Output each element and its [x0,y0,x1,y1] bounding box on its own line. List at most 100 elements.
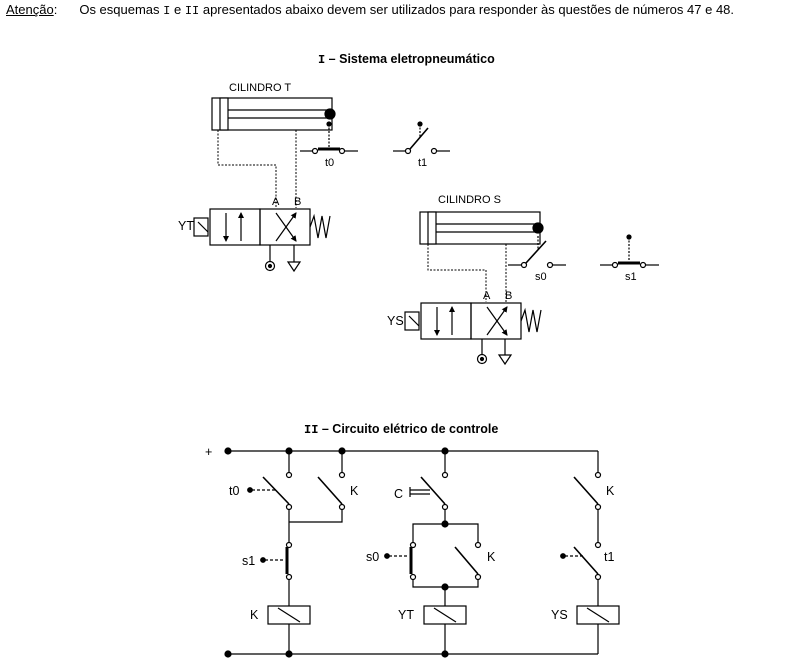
line-s-a [427,244,487,302]
sensor-t0-label: t0 [325,157,334,169]
coil-yt-slash [433,607,457,623]
t1-label: t1 [604,550,614,564]
intro-and: e [170,2,185,17]
k1-blade [317,476,343,505]
section1-title-text: – Sistema eletropneumático [325,52,495,66]
plus-terminal-label: + [205,445,212,459]
cylinder-t-rod-tip [324,108,336,120]
s0-actuator-dot [384,553,390,559]
valve-t-square-left [209,208,261,246]
t1-blade [573,546,599,575]
s1-actuator-dot [260,557,266,563]
sensor-t1-label: t1 [418,157,427,169]
valve-t-square-right [259,208,311,246]
solenoid-ys-box [404,311,420,331]
c-contact-top [441,471,449,479]
sensor-s0-contact-left [520,261,528,269]
solenoid-yt-box [193,217,209,237]
sensor-t0: t0 [300,121,358,169]
s1-label: s1 [242,554,255,568]
section2-title-text: – Circuito elétrico de controle [318,422,499,436]
intro-line: Atenção:Os esquemas I e II apresentados … [6,2,734,18]
sensor-t1-blade [409,127,429,150]
section2-title: II – Circuito elétrico de controle [304,422,498,437]
valve-t-port-a: A [272,196,280,208]
valve-s-square-right [470,302,522,340]
solenoid-ys-label: YS [387,314,404,328]
t1-actuator-dot [560,553,566,559]
section1-title: I – Sistema eletropneumático [318,52,495,67]
sensor-s1-contact-left [611,261,619,269]
top-rail-terminal [224,447,232,455]
intro-text-after: apresentados abaixo devem ser utilizados… [199,2,735,17]
t0-contact-bottom [285,503,293,511]
coil-ys-slash [586,607,610,623]
valve-s-supply-center [479,356,485,362]
sensor-t0-contact-left [311,147,319,155]
attention-label: Atenção [6,2,54,17]
intro-numeral-1: I [163,4,171,18]
c-blade [420,476,446,505]
k3-contact-bottom [594,503,602,511]
intro-text-before: Os esquemas [79,2,164,17]
k1-label: K [350,484,359,498]
s1-contact-bottom [285,573,293,581]
coil-yt-label: YT [398,608,414,622]
sensor-s1-dot [626,234,632,240]
section1-numeral: I [318,53,326,67]
t1-contact-top [594,541,602,549]
sensor-t1-contact-left [404,147,412,155]
k2-contact-bottom [474,573,482,581]
sensor-s1: s1 [600,234,659,283]
k2-contact-top [474,541,482,549]
control-circuit: + t0 K s1 [205,445,620,658]
coil-k-label: K [250,608,259,622]
c-label: C [394,487,403,501]
t0-contact-top [285,471,293,479]
k1-contact-bottom [338,503,346,511]
coil-k-slash [277,607,301,623]
section2-numeral: II [304,423,319,437]
cylinder-t-body [211,97,333,131]
k2-label: K [487,550,496,564]
valve-s-port-a: A [483,290,491,302]
k3-blade [573,476,599,505]
sensor-t1-contact-right [430,147,438,155]
sensor-t0-contact-right [338,147,346,155]
coil-ys-label: YS [551,608,568,622]
sensor-s1-contact-right [639,261,647,269]
solenoid-yt-label: YT [178,219,194,233]
c-contact-bottom [441,503,449,511]
valve-s-port-b: B [505,290,512,302]
intro-numeral-2: II [184,4,200,18]
k3-label: K [606,484,615,498]
sensor-t1: t1 [393,121,450,169]
s0-contact-bottom [409,573,417,581]
valve-t-supply-center [267,263,273,269]
cylinder-s-rod-tip [532,222,544,234]
valve-t-port-b: B [294,196,301,208]
sensor-s0-contact-right [546,261,554,269]
valve-s-spring [520,307,542,333]
s0-label: s0 [366,550,379,564]
sensor-t0-dot [326,121,332,127]
cylinder-t-label: CILINDRO T [229,82,291,94]
valve-t-exhaust [286,261,302,273]
cylinder-t-piston [219,97,229,131]
valve-s: A B YS [387,290,542,366]
k1-return-wire [289,510,343,523]
cylinder-s: CILINDRO S [419,194,544,302]
sensor-s0-blade [525,240,547,264]
cylinder-s-piston [427,211,437,245]
cylinder-t: CILINDRO T [211,82,336,208]
cylinder-s-label: CILINDRO S [438,194,501,206]
valve-t: A B YT [178,196,331,273]
t0-actuator-dot [247,487,253,493]
valve-s-exhaust [497,354,513,366]
k3-contact-top [594,471,602,479]
solenoid-yt-slash [197,221,209,233]
valve-s-square-left [420,302,472,340]
sensor-t1-dot [417,121,423,127]
t1-contact-bottom [594,573,602,581]
